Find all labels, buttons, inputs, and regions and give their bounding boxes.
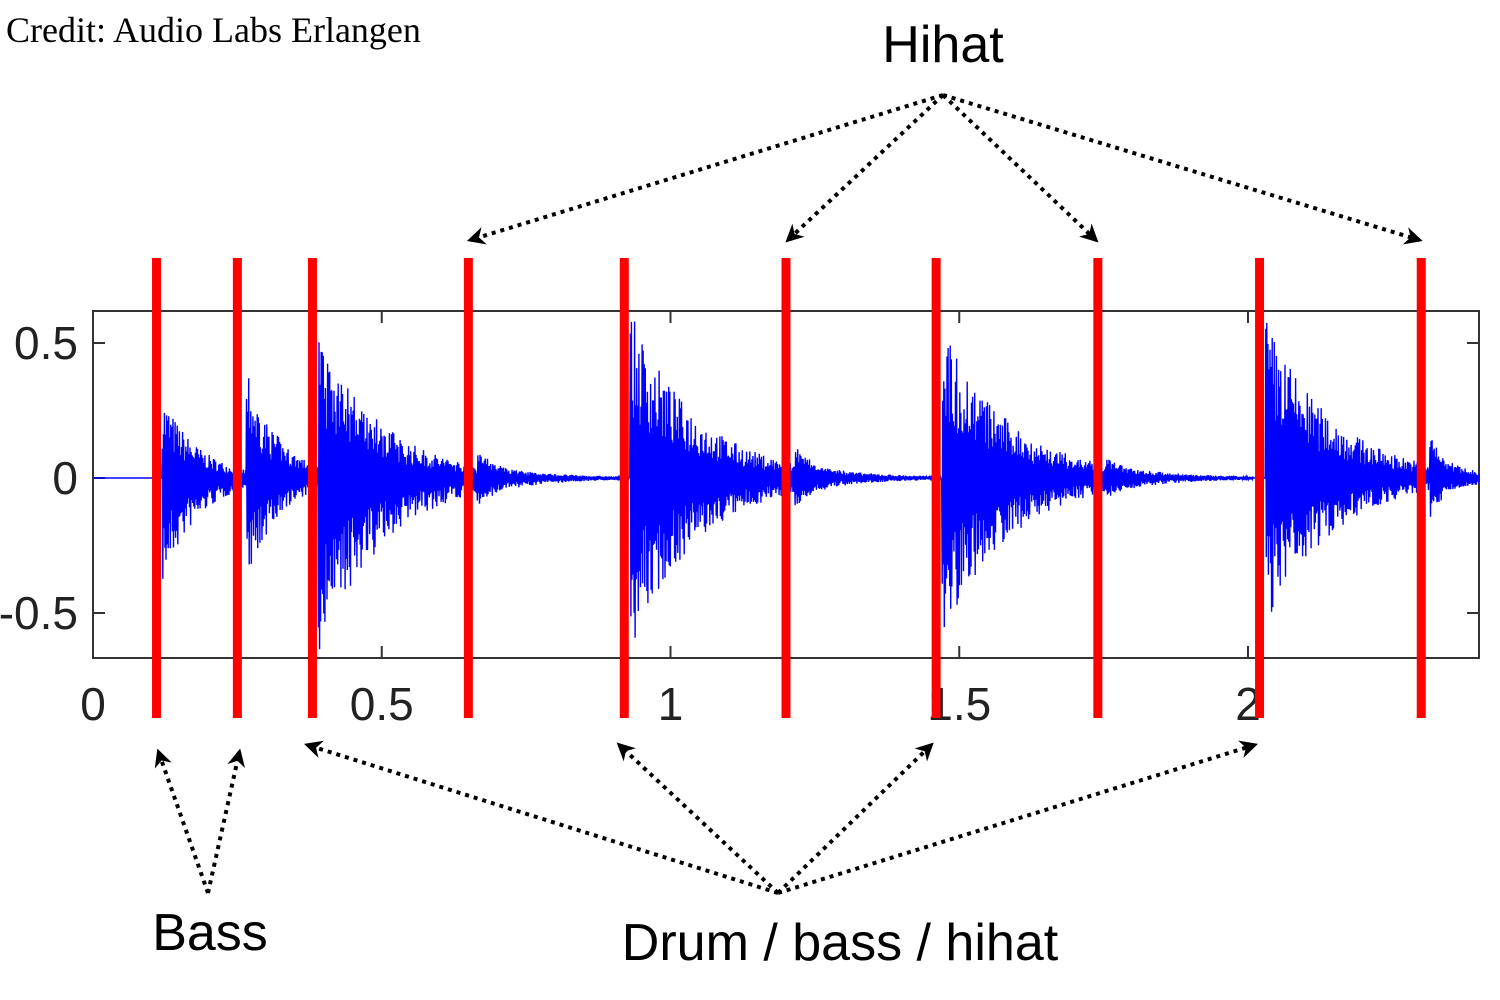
x-tick-label: 1: [658, 678, 684, 730]
hihat-arrow: [466, 93, 944, 245]
hihat-arrow: [941, 93, 1099, 243]
onset-markers: [152, 258, 1426, 718]
drum-bass-hihat-arrow: [304, 740, 779, 895]
x-tick-label: 0: [80, 678, 106, 730]
bass-arrow: [206, 748, 246, 894]
y-tick-label: -0.5: [0, 587, 78, 639]
annotation-arrows: [154, 93, 1423, 895]
hihat-label: Hihat: [882, 16, 1004, 74]
drum-bass-hihat-arrow: [616, 742, 780, 895]
drum-bass-hihat-arrow: [776, 742, 934, 895]
credit-text: Credit: Audio Labs Erlangen: [6, 10, 421, 50]
drum-bass-hihat-label: Drum / bass / hihat: [622, 914, 1059, 972]
hihat-arrow: [785, 93, 945, 243]
drum-bass-hihat-arrow: [777, 740, 1258, 895]
bass-label: Bass: [152, 904, 268, 962]
x-tick-label: 0.5: [350, 678, 414, 730]
y-tick-label: 0: [52, 452, 78, 504]
bass-arrow: [154, 748, 210, 894]
hihat-arrow: [942, 93, 1423, 245]
y-tick-label: 0.5: [14, 317, 78, 369]
